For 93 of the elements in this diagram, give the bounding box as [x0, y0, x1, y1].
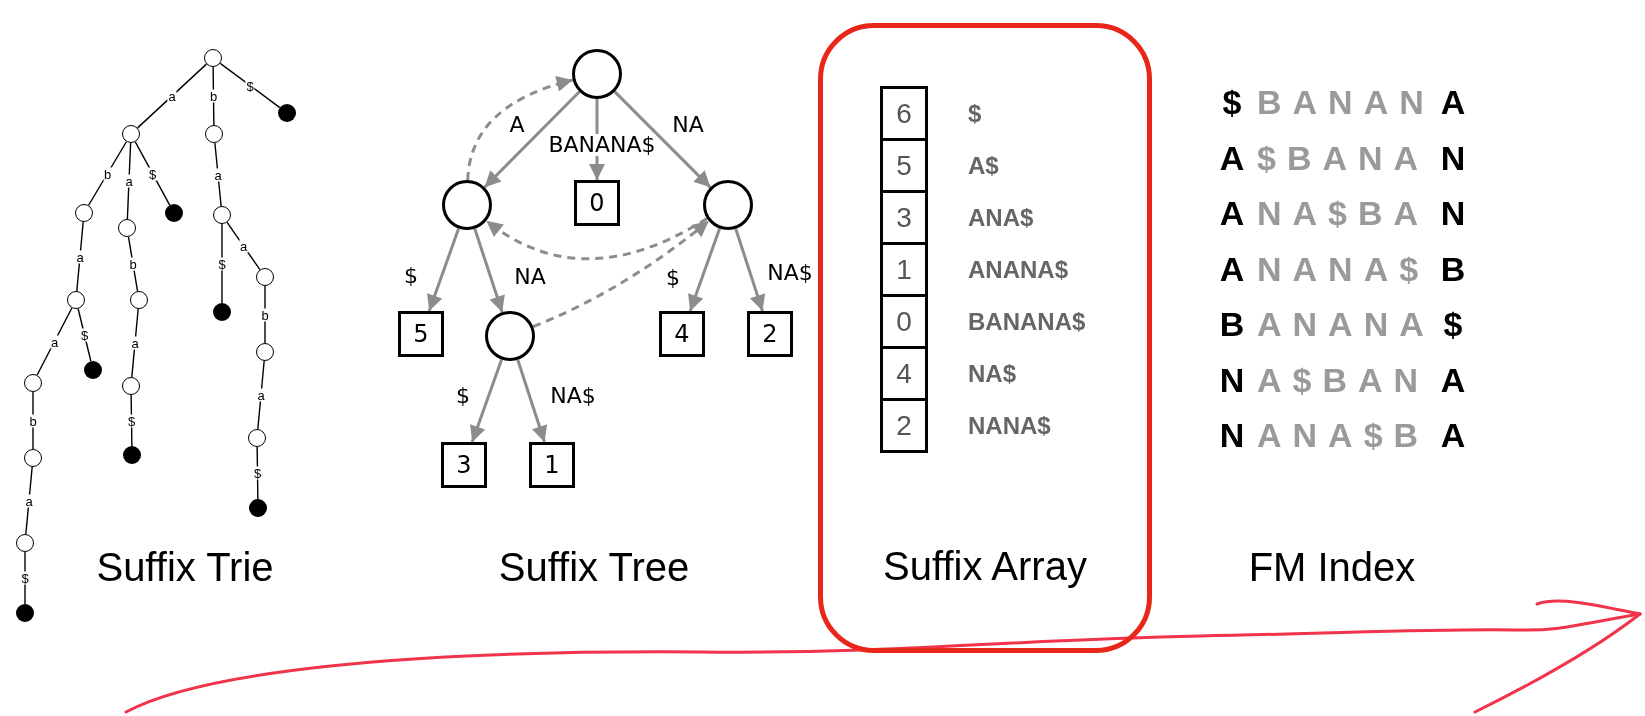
rotation-letters: NANA$: [1257, 251, 1430, 286]
edge-label: $: [20, 571, 30, 585]
edge-label: b: [128, 257, 138, 271]
index-cell: 0: [880, 294, 928, 349]
rotation-letters: $BANA: [1257, 140, 1430, 175]
last-column-letter: A: [1439, 418, 1467, 452]
leaf-box: 0: [574, 180, 620, 226]
index-cell: 5: [880, 138, 928, 193]
edge-label: a: [24, 494, 34, 507]
rotation-letters: A$BAN: [1257, 362, 1430, 397]
edge-label: a: [130, 336, 140, 350]
last-column-letter: $: [1442, 307, 1464, 341]
first-column-letter: N: [1218, 418, 1246, 452]
edge-label: NA$: [550, 385, 596, 407]
suffix-text: A$: [968, 153, 999, 178]
edge-label: $: [147, 167, 158, 180]
arrow: [734, 228, 766, 312]
leaf-box: 2: [747, 311, 793, 357]
first-column-letter: B: [1218, 307, 1246, 341]
edge-label: BANANA$: [548, 134, 656, 156]
edge-label: a: [75, 250, 85, 263]
connector-line: [136, 63, 208, 129]
arrow: [466, 76, 574, 181]
connector-line: [214, 142, 222, 207]
edge-label: a: [256, 388, 266, 402]
edge-label: NA$: [767, 262, 813, 284]
edge-label: $: [126, 414, 137, 427]
edge-label: b: [28, 414, 38, 427]
edge-label: a: [238, 239, 249, 253]
arrow: [688, 228, 721, 312]
last-column-letter: N: [1439, 196, 1467, 230]
first-column-letter: A: [1218, 140, 1246, 175]
arrow: [470, 359, 503, 443]
panel-caption: FM Index: [1248, 547, 1416, 587]
connector-line: [76, 221, 84, 292]
first-column-letter: $: [1221, 85, 1243, 119]
last-column-letter: N: [1439, 140, 1467, 175]
edge-label: $: [245, 79, 255, 92]
suffix-text: ANA$: [968, 205, 1034, 230]
suffix-text: NA$: [968, 361, 1016, 386]
edge-label: b: [208, 89, 219, 103]
index-cell: 4: [880, 346, 928, 401]
index-cell: 1: [880, 242, 928, 297]
last-column-letter: A: [1439, 85, 1467, 119]
suffix-text: NANA$: [968, 413, 1051, 438]
last-column-letter: A: [1439, 362, 1467, 397]
arrow: [483, 90, 581, 189]
edge-label: $: [456, 385, 470, 407]
panel-caption: Suffix Tree: [498, 547, 690, 587]
index-cell: 6: [880, 86, 928, 141]
edge-label: $: [666, 267, 680, 289]
edge-label: $: [79, 328, 90, 342]
edge-label: b: [102, 167, 113, 180]
connector-line: [212, 66, 215, 126]
highlight-frame: [818, 23, 1152, 653]
last-column-letter: B: [1439, 251, 1467, 286]
index-cell: 2: [880, 398, 928, 453]
edge-label: $: [217, 257, 227, 270]
connector-line: [126, 142, 132, 220]
connector-line: [25, 466, 33, 535]
first-column-letter: N: [1218, 362, 1246, 397]
rotation-letters: ANA$B: [1257, 418, 1430, 452]
suffix-text: BANANA$: [968, 309, 1086, 334]
leaf-box: 4: [659, 311, 705, 357]
connector-line: [264, 285, 266, 344]
panel-caption: Suffix Trie: [96, 547, 274, 587]
leaf-box: 3: [441, 442, 487, 488]
arrow: [516, 359, 548, 443]
connector-line: [32, 391, 34, 450]
first-column-letter: A: [1218, 196, 1246, 230]
connector-line: [127, 236, 139, 292]
edge-label: a: [213, 168, 223, 181]
edge-label: $: [404, 265, 418, 287]
arrow: [473, 228, 505, 313]
rotation-letters: ANANA: [1257, 307, 1435, 341]
index-cell: 3: [880, 190, 928, 245]
rotation-letters: BANAN: [1257, 85, 1435, 119]
arrow: [613, 90, 712, 189]
edge-label: b: [260, 308, 270, 321]
edge-label: a: [49, 335, 60, 348]
edge-label: $: [252, 466, 263, 480]
rotation-letters: NA$BA: [1257, 196, 1430, 230]
first-column-letter: A: [1218, 251, 1246, 286]
arrow: [427, 228, 460, 312]
connector-line: [221, 223, 223, 304]
panel-caption: Suffix Array: [883, 546, 1087, 586]
leaf-box: 1: [529, 442, 575, 488]
suffix-text: $: [968, 101, 982, 126]
edge-label: a: [124, 174, 134, 188]
edge-label: a: [167, 89, 177, 103]
arrow: [485, 217, 708, 261]
leaf-box: 5: [398, 311, 444, 357]
suffix-text: ANANA$: [968, 257, 1068, 282]
